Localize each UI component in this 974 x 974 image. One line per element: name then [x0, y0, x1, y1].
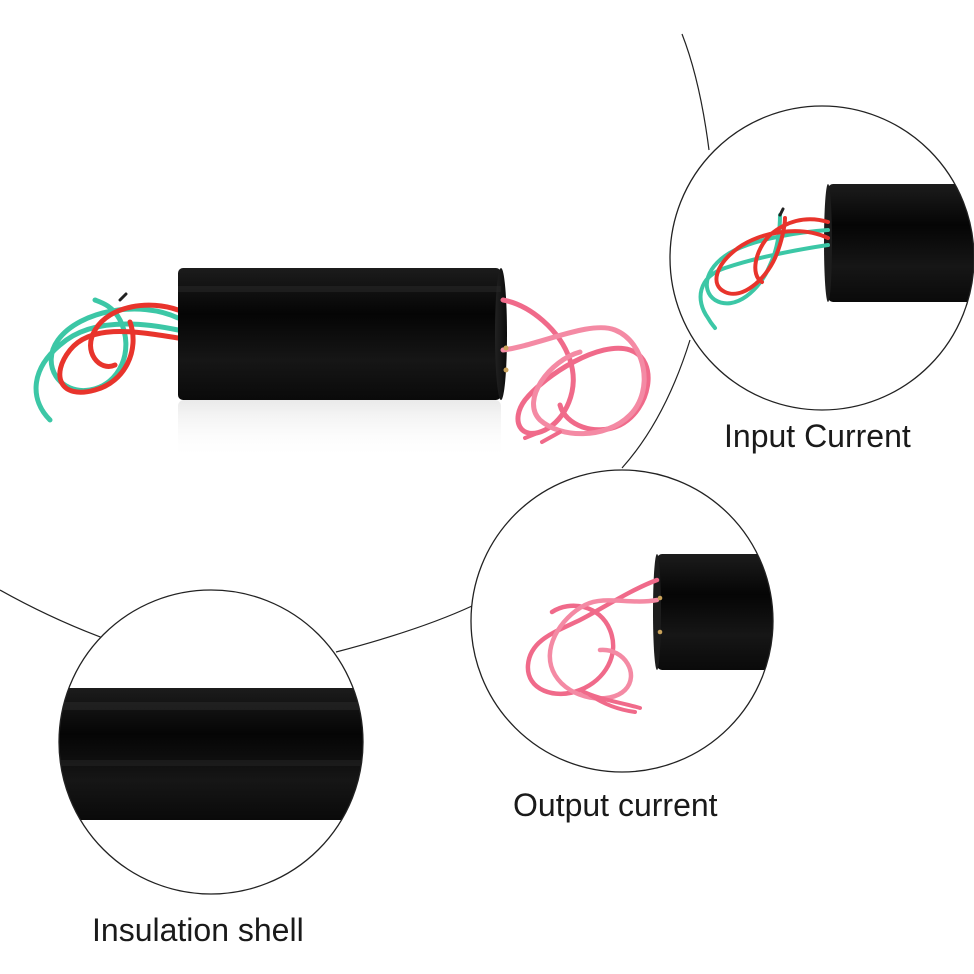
- main-output-wires: [500, 297, 651, 444]
- input-current-label: Input Current: [724, 418, 911, 454]
- callout-input-current: [669, 105, 974, 411]
- insulation-shell-label: Insulation shell: [92, 912, 304, 948]
- leader-arc-shell: [0, 589, 104, 639]
- callout-output-current: [470, 469, 774, 773]
- product-reflection: [178, 400, 501, 460]
- leader-arc-input: [681, 33, 710, 151]
- main-product-body: [178, 268, 507, 400]
- main-input-wires: [33, 292, 181, 423]
- leader-arc-input-lower: [621, 339, 691, 469]
- callout-insulation-shell: [58, 589, 364, 895]
- output-current-label: Output current: [513, 787, 718, 823]
- leader-arc-output: [335, 605, 473, 653]
